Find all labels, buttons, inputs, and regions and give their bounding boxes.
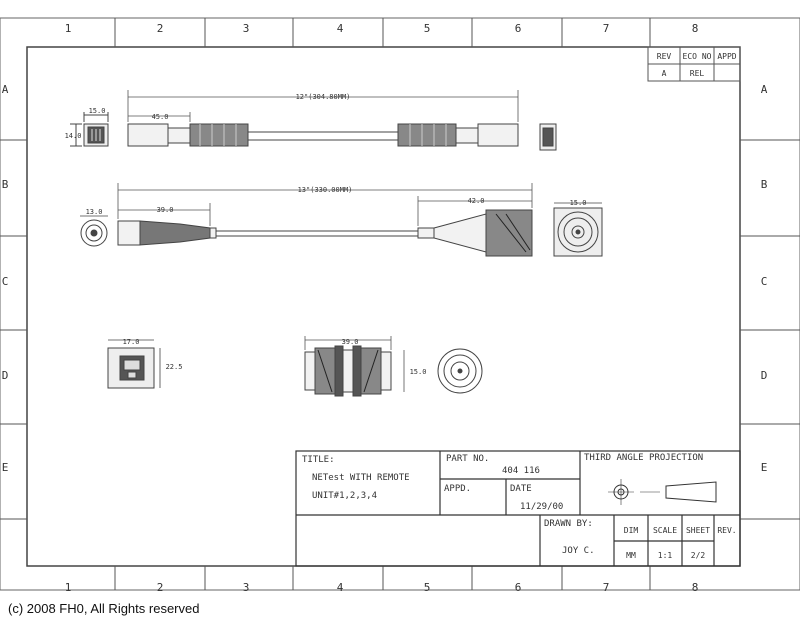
grid-column-label-bottom: 6 (515, 581, 522, 594)
bnc-end-view-left (80, 215, 108, 247)
sheet-label: SHEET (686, 526, 710, 535)
copyright-notice: (c) 2008 FH0, All Rights reserved (8, 601, 200, 616)
grid-row-label-left: B (2, 178, 9, 191)
bnc-dimension-lines (117, 183, 533, 226)
grid-column-label-top: 2 (157, 22, 164, 35)
title-block (295, 450, 741, 567)
rev-value: A (662, 69, 667, 78)
drawn-by-label: DRAWN BY: (544, 519, 593, 529)
part-no-label: PART NO. (446, 454, 489, 464)
part-no-value: 404 116 (502, 466, 540, 476)
drawn-by-value: JOY C. (562, 546, 595, 556)
bnc-barrel-adapter (304, 345, 392, 397)
grid-row-label-right: B (761, 178, 768, 191)
grid-column-label-bottom: 8 (692, 581, 699, 594)
rev-header: REV (657, 52, 672, 61)
dim-value: MM (626, 551, 636, 560)
jack-height-dim: 22.5 (166, 363, 183, 371)
appd-label: APPD. (444, 484, 471, 494)
bnc-left-boot-dim: 39.0 (157, 206, 174, 214)
title-line-1: NETest WITH REMOTE (312, 473, 410, 483)
adapter-length-dim: 39.0 (342, 338, 359, 346)
date-label: DATE (510, 484, 532, 494)
rj-end-width-dim: 15.0 (89, 107, 106, 115)
rj45-patch-cable (127, 123, 519, 147)
projection-label: THIRD ANGLE PROJECTION (584, 453, 703, 463)
grid-column-label-bottom: 3 (243, 581, 250, 594)
grid-column-label-top: 4 (337, 22, 344, 35)
grid-row-label-left: A (2, 83, 9, 96)
grid-row-label-right: A (761, 83, 768, 96)
bnc-left-dia-dim: 13.0 (86, 208, 103, 216)
grid-column-label-bottom: 1 (65, 581, 72, 594)
grid-column-label-top: 1 (65, 22, 72, 35)
adapter-dia-dim: 15.0 (410, 368, 427, 376)
dim-label: DIM (624, 526, 639, 535)
grid-column-label-top: 8 (692, 22, 699, 35)
bnc-adapter-end-view (437, 348, 483, 394)
eco-no-header: ECO NO (683, 52, 712, 61)
grid-column-label-bottom: 7 (603, 581, 610, 594)
eco-no-value: REL (690, 69, 705, 78)
date-value: 11/29/00 (520, 502, 563, 512)
grid-row-label-right: E (761, 461, 768, 474)
grid-row-label-left: D (2, 369, 9, 382)
scale-label: SCALE (653, 526, 677, 535)
grid-row-label-left: C (2, 275, 9, 288)
grid-column-label-top: 6 (515, 22, 522, 35)
grid-row-label-left: E (2, 461, 9, 474)
grid-column-label-bottom: 5 (424, 581, 431, 594)
rev-label: REV. (717, 526, 736, 535)
grid-column-label-top: 5 (424, 22, 431, 35)
revision-block (647, 46, 741, 82)
rj45-end-view-left (70, 112, 109, 147)
grid-reference-frame (0, 18, 800, 590)
bnc-cable (117, 209, 533, 257)
sheet-value: 2/2 (691, 551, 706, 560)
grid-row-label-right: C (761, 275, 768, 288)
bnc-right-boot-dim: 42.0 (468, 197, 485, 205)
bnc-end-view-right (553, 202, 603, 257)
rj-end-height-dim: 14.0 (65, 132, 82, 140)
grid-column-label-top: 7 (603, 22, 610, 35)
adapter-dimension-lines (304, 336, 405, 392)
rj45-end-view-right (539, 123, 557, 151)
grid-column-label-bottom: 2 (157, 581, 164, 594)
scale-value: 1:1 (658, 551, 673, 560)
third-angle-projection-symbol (608, 479, 717, 505)
grid-column-label-top: 3 (243, 22, 250, 35)
rj-boot-dim: 45.0 (152, 113, 169, 121)
grid-column-label-bottom: 4 (337, 581, 344, 594)
bnc-overall-length-dim: 13"(330.00MM) (298, 186, 353, 194)
title-label: TITLE: (302, 455, 335, 465)
rj-dimension-lines (127, 90, 519, 122)
jack-width-dim: 17.0 (123, 338, 140, 346)
outer-border (0, 17, 800, 591)
rj-overall-length-dim: 12"(304.80MM) (296, 93, 351, 101)
bnc-right-dia-dim: 15.0 (570, 199, 587, 207)
appd-header: APPD (717, 52, 736, 61)
title-line-2: UNIT#1,2,3,4 (312, 491, 377, 501)
grid-row-label-right: D (761, 369, 768, 382)
rj45-jack-view (107, 339, 161, 389)
